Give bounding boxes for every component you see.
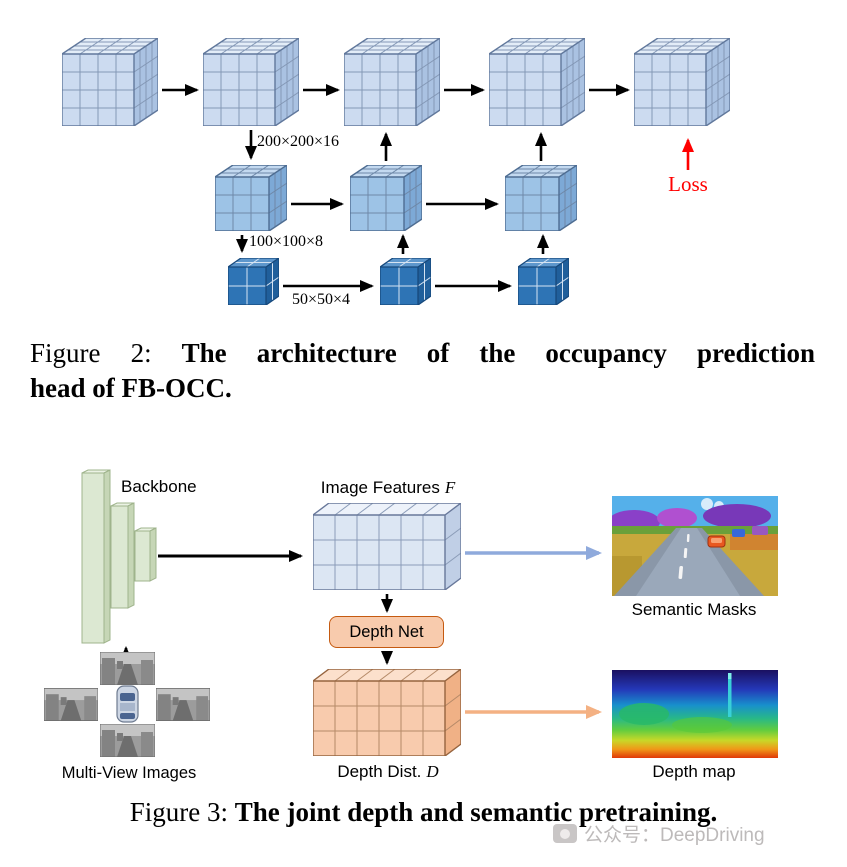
voxel-cube-l1-3 [344, 38, 440, 126]
figure2-caption-line2: head of FB-OCC. [30, 371, 815, 406]
dim-label-200: 200×200×16 [257, 133, 340, 150]
ego-car-topview [116, 685, 139, 723]
semantic-masks-label: Semantic Masks [631, 600, 757, 619]
backbone-bar-1 [81, 469, 111, 644]
semantic-masks-image [612, 496, 778, 596]
voxel-cube-l1-2 [203, 38, 299, 126]
depth-map-label: Depth map [652, 762, 736, 781]
dim-label-100: 100×100×8 [249, 233, 324, 250]
depth-dist-label: Depth Dist.D [337, 762, 439, 781]
backbone-bar-3 [134, 527, 157, 582]
voxel-cube-l3-2 [380, 258, 431, 305]
depth-dist-box [313, 669, 461, 756]
voxel-cube-l2-1 [215, 165, 287, 231]
depth-map-image [612, 670, 778, 758]
voxel-cube-l3-1 [228, 258, 279, 305]
figure2-caption-title-line2: head of FB-OCC. [30, 373, 232, 403]
image-features-box [313, 503, 461, 590]
figure3-pretraining-diagram [44, 469, 778, 758]
voxel-cube-l2-3 [505, 165, 577, 231]
camera-tile-front [100, 652, 155, 685]
backbone-pyramid [81, 469, 157, 644]
figure2-caption-line1: Figure 2: The architecture of the occupa… [30, 336, 815, 371]
figure3-caption-title: The joint depth and semantic pretraining… [234, 797, 718, 827]
dim-label-50: 50×50×4 [292, 291, 351, 308]
loss-label: Loss [668, 172, 708, 196]
depth-net-label: Depth Net [349, 622, 424, 641]
backbone-bar-2 [110, 502, 135, 609]
watermark: 公众号：DeepDriving [553, 820, 765, 847]
camera-tile-back [100, 724, 155, 757]
multi-view-images [44, 652, 210, 757]
voxel-cube-l3-3 [518, 258, 569, 305]
depth-dist-symbol: D [426, 762, 439, 781]
figure2-caption-title-line1: The architecture of the occupancy predic… [181, 338, 815, 368]
image-features-symbol: F [444, 478, 456, 497]
multi-view-images-label: Multi-View Images [61, 764, 197, 782]
figure3-caption-prefix: Figure 3: [129, 797, 228, 827]
camera-tile-left [44, 688, 98, 721]
voxel-cube-l1-5 [634, 38, 730, 126]
depth-net-box: Depth Net [329, 616, 444, 648]
camera-tile-right [156, 688, 210, 721]
figure2-occupancy-head-diagram [62, 38, 730, 305]
voxel-cube-l1-4 [489, 38, 585, 126]
figure2-caption-prefix: Figure 2: [30, 338, 152, 368]
figure2-caption: Figure 2: The architecture of the occupa… [30, 336, 815, 406]
watermark-logo-icon [553, 824, 577, 843]
watermark-text: 公众号：DeepDriving [584, 825, 765, 846]
voxel-cube-l1-1 [62, 38, 158, 126]
backbone-label: Backbone [121, 477, 197, 496]
voxel-cube-l2-2 [350, 165, 422, 231]
figure3-caption: Figure 3: The joint depth and semantic p… [0, 795, 847, 830]
